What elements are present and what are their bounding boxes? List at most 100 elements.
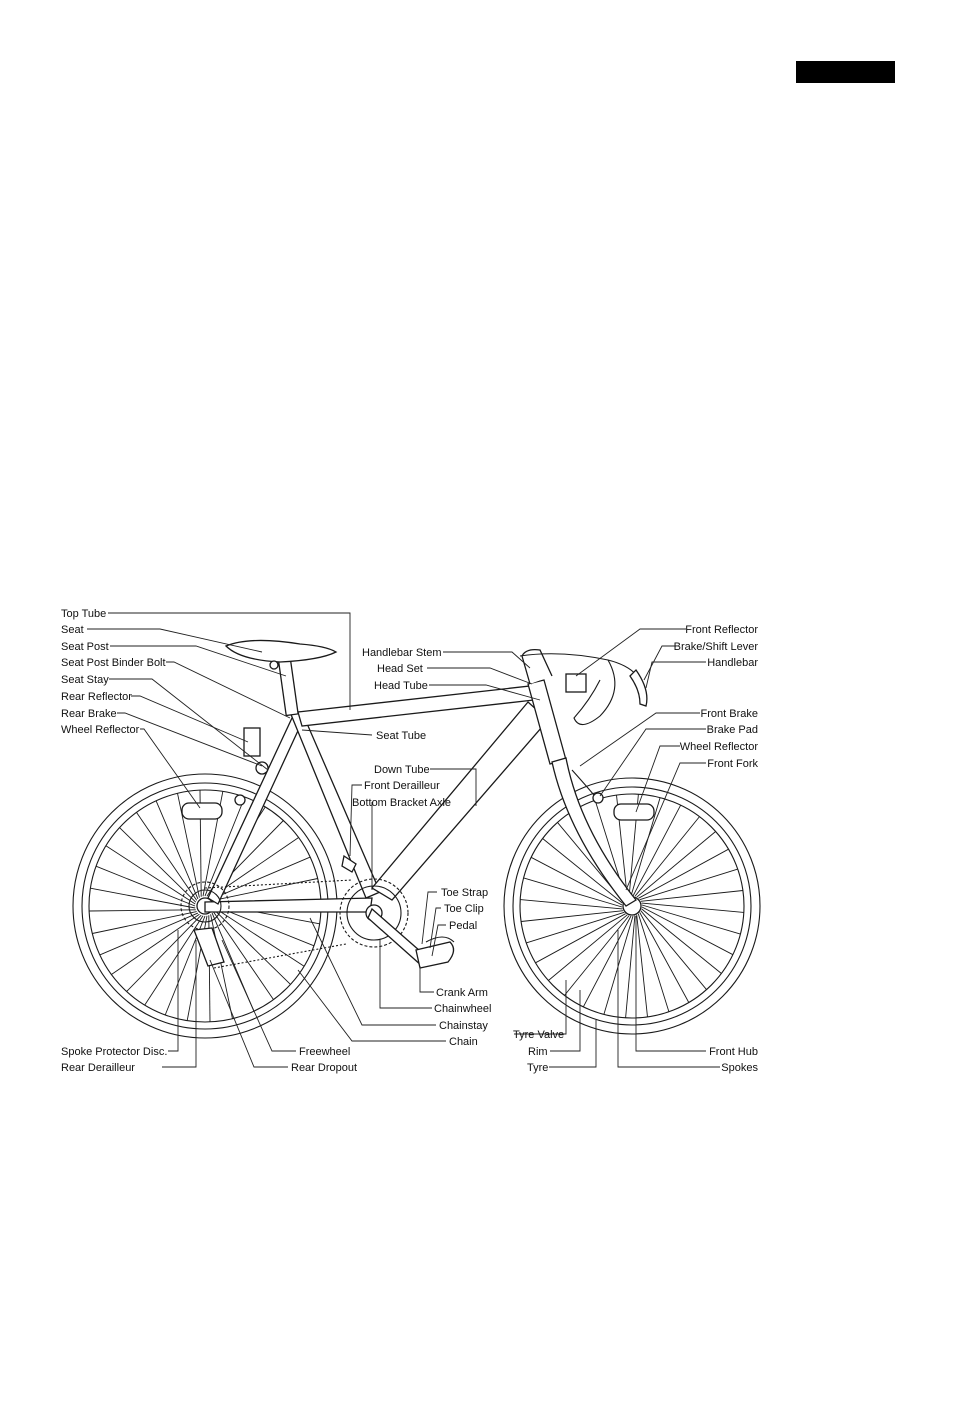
spoke — [630, 797, 661, 897]
label-toe-clip: Toe Clip — [444, 903, 484, 915]
rear-brake-pad — [234, 794, 246, 806]
spoke — [625, 915, 636, 1018]
rear-brake — [255, 761, 269, 775]
spoke — [639, 912, 690, 1003]
chainwheel-small — [346, 885, 402, 941]
spoke — [637, 913, 670, 1012]
spoke — [548, 914, 628, 981]
front-wheel-reflector — [613, 803, 655, 821]
label-tyre-valve: Tyre Valve — [513, 1029, 564, 1041]
label-seat: Seat — [61, 624, 84, 636]
spoke — [95, 865, 196, 907]
label-wheel-reflector: Wheel Reflector — [61, 724, 140, 736]
rear-wheel-reflector — [181, 802, 223, 820]
spoke — [214, 907, 305, 967]
label-spokes: Spokes — [721, 1062, 758, 1074]
label-seat-post: Seat Post — [61, 641, 109, 653]
handlebar-drop — [573, 659, 616, 726]
spoke — [582, 915, 632, 1008]
spoke — [177, 793, 200, 898]
label-front-hub: Front Hub — [709, 1046, 758, 1058]
label-brake-pad: Brake Pad — [707, 724, 758, 736]
spoke — [542, 838, 623, 904]
front-reflector — [565, 673, 587, 693]
spoke — [211, 856, 311, 900]
spoke — [526, 911, 625, 944]
label-rear-derailleur: Rear Derailleur — [61, 1062, 135, 1074]
spoke — [521, 910, 624, 922]
spoke — [99, 912, 199, 956]
label-toe-strap: Toe Strap — [441, 887, 488, 899]
chain-bottom — [213, 943, 347, 969]
front-derailleur — [341, 854, 357, 873]
label-seat-post-binder-bolt: Seat Post Binder Bolt — [61, 657, 166, 669]
spoke — [213, 909, 291, 985]
label-rear-brake: Rear Brake — [61, 708, 117, 720]
brake-shift-lever — [629, 668, 648, 707]
spoke — [636, 831, 716, 898]
spoke — [126, 914, 202, 992]
label-freewheel: Freewheel — [299, 1046, 350, 1058]
spoke — [136, 812, 198, 901]
leader-lines — [87, 612, 720, 1068]
label-chain: Chain — [449, 1036, 478, 1048]
label-chainwheel: Chainwheel — [434, 1003, 491, 1015]
top-tube — [297, 685, 535, 727]
spoke — [90, 887, 196, 909]
spoke — [92, 911, 197, 934]
spoke — [212, 911, 274, 1000]
spoke — [535, 913, 626, 964]
spoke — [640, 890, 743, 902]
spoke — [641, 904, 741, 935]
front-spokes — [520, 794, 744, 1018]
label-seat-tube: Seat Tube — [376, 730, 426, 742]
rear-derailleur — [193, 927, 225, 967]
spoke-protector-disc — [188, 889, 222, 923]
spoke — [530, 856, 623, 906]
front-wheel — [503, 777, 761, 1035]
frame — [204, 639, 648, 913]
label-down-tube: Down Tube — [374, 764, 430, 776]
label-rim: Rim — [528, 1046, 548, 1058]
label-head-set: Head Set — [377, 663, 423, 675]
label-brake-shift-lever: Brake/Shift Lever — [674, 641, 759, 653]
chainwheel-large — [339, 878, 409, 948]
rear-reflector — [243, 727, 261, 757]
label-head-tube: Head Tube — [374, 680, 428, 692]
spoke — [144, 915, 204, 1006]
pedal — [415, 941, 455, 969]
spoke — [155, 800, 199, 900]
label-rear-reflector: Rear Reflector — [61, 691, 132, 703]
spoke — [523, 877, 623, 908]
drivetrain — [180, 854, 455, 969]
label-rear-dropout: Rear Dropout — [291, 1062, 357, 1074]
spoke — [111, 913, 200, 975]
spoke — [640, 910, 707, 990]
spoke — [636, 914, 648, 1017]
spoke — [641, 908, 722, 974]
spoke — [634, 816, 700, 897]
label-chainstay: Chainstay — [439, 1020, 488, 1032]
label-tyre: Tyre — [527, 1062, 548, 1074]
front-rim — [512, 786, 752, 1026]
spoke — [105, 845, 196, 905]
spoke — [213, 878, 318, 901]
front-rim-inner — [519, 793, 745, 1019]
label-top-tube: Top Tube — [61, 608, 106, 620]
spoke — [210, 914, 233, 1019]
labels: Top Tube Seat Seat Post Seat Post Binder… — [61, 608, 758, 1074]
spoke — [641, 906, 734, 956]
front-fork — [551, 757, 637, 907]
label-handlebar-stem: Handlebar Stem — [362, 647, 442, 659]
saddle — [224, 639, 338, 663]
label-front-brake: Front Brake — [701, 708, 758, 720]
seat-post — [277, 653, 299, 717]
spoke — [204, 796, 246, 897]
front-tyre-outer — [503, 777, 761, 1035]
chapter-tab — [796, 61, 895, 83]
spoke — [638, 848, 729, 899]
label-front-derailleur: Front Derailleur — [364, 780, 440, 792]
label-handlebar: Handlebar — [707, 657, 758, 669]
label-wheel-reflector-front: Wheel Reflector — [680, 741, 759, 753]
